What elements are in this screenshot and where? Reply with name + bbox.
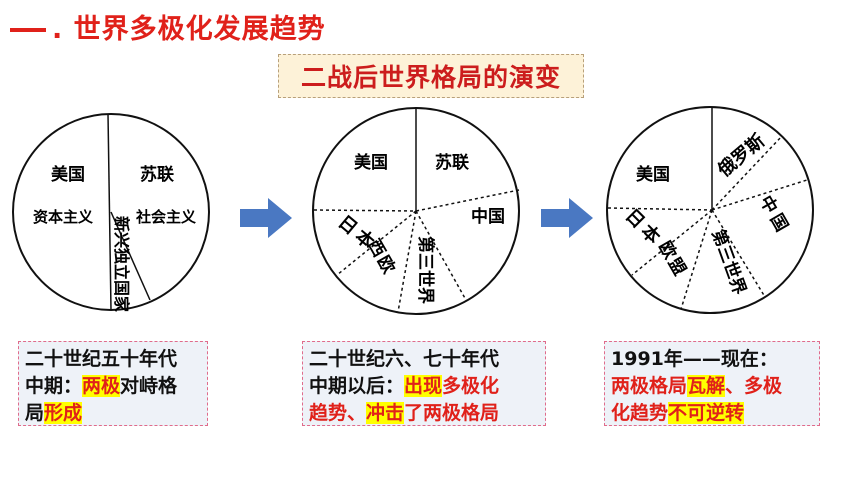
- box3-line3: 化趋势不可逆转: [611, 402, 745, 424]
- box1-line1: 二十世纪五十年代: [25, 348, 178, 370]
- pie1-wedge-line: [110, 211, 151, 301]
- box3-highlight-collapse: 瓦解: [687, 375, 726, 397]
- caption-box-1991-present: 1991年——现在： 两极格局瓦解、多极 化趋势不可逆转: [604, 341, 820, 426]
- pie-1991-present: 美国 俄罗斯 日本 欧盟 中国 第三世界: [606, 106, 814, 314]
- pie2-label-third-world: 第三世界: [415, 236, 436, 304]
- pie2-label-ussr: 苏联: [435, 152, 469, 173]
- pie3-label-china: 中国: [755, 192, 794, 239]
- box3-line2: 两极格局瓦解、多极: [611, 375, 783, 397]
- pie3-outline: [606, 106, 814, 314]
- pie3-dash-lower-right: [711, 209, 766, 298]
- pie3-dash-bottom: [680, 209, 713, 310]
- pie1-label-new-nations: 新兴独立国家: [112, 216, 131, 313]
- pie3-dash-right: [711, 179, 808, 211]
- pie1-label-socialism: 社会主义: [135, 208, 196, 226]
- pie1-label-ussr: 苏联: [140, 164, 174, 185]
- box3-line1: 1991年——现在：: [611, 348, 778, 370]
- pie3-dash-left: [607, 207, 713, 211]
- pie1-label-capitalism: 资本主义: [33, 208, 93, 226]
- pie3-label-russia: 俄罗斯: [713, 130, 769, 182]
- title-dash: [10, 28, 46, 32]
- pie1-label-usa: 美国: [51, 164, 85, 185]
- box2-line1: 二十世纪六、七十年代: [309, 348, 500, 370]
- page-title: . 世界多极化发展趋势: [10, 8, 326, 45]
- title-text: . 世界多极化发展趋势: [52, 13, 326, 45]
- arrow-1: [240, 198, 292, 238]
- pie2-dash-bottom: [397, 210, 417, 313]
- pie-1960s-70s: 美国 苏联 日本 西欧 中国 第三世界: [312, 107, 520, 315]
- pie3-dash-upper-right: [711, 135, 783, 211]
- diagram-subtitle: 二战后世界格局的演变: [278, 54, 584, 98]
- caption-box-1950s: 二十世纪五十年代 中期：两极对峙格 局形成: [18, 341, 208, 426]
- box2-highlight-appear: 出现: [404, 375, 443, 397]
- box1-highlight-formed: 形成: [44, 402, 83, 424]
- pie2-dash-lower-right: [415, 210, 467, 301]
- pie2-dash-lower-left: [336, 210, 417, 276]
- box2-highlight-impact: 冲击: [366, 402, 405, 424]
- pie2-dash-left: [313, 209, 417, 212]
- pie2-label-china: 中国: [471, 206, 505, 227]
- box1-line2: 中期：两极对峙格: [25, 375, 178, 397]
- pie2-label-west-europe: 西欧: [363, 236, 400, 279]
- caption-box-1960s-70s: 二十世纪六、七十年代 中期以后：出现多极化 趋势、冲击了两极格局: [302, 341, 546, 426]
- pie2-label-usa: 美国: [354, 152, 388, 173]
- arrow-2: [541, 198, 593, 238]
- pie1-divider: [107, 113, 112, 311]
- box2-line2: 中期以后：出现多极化: [309, 375, 500, 397]
- pie-1950s: 美国 苏联 资本主义 社会主义 新兴独立国家: [12, 113, 210, 313]
- pie3-dash-lower-left: [631, 209, 713, 276]
- box3-highlight-irreversible: 不可逆转: [668, 402, 745, 424]
- box2-line3: 趋势、冲击了两极格局: [309, 402, 500, 424]
- box1-line3: 局形成: [25, 402, 83, 424]
- pie3-label-eu: 欧盟: [654, 238, 691, 281]
- pie3-label-usa: 美国: [636, 164, 670, 185]
- box1-highlight-bipolar: 两极: [82, 375, 121, 397]
